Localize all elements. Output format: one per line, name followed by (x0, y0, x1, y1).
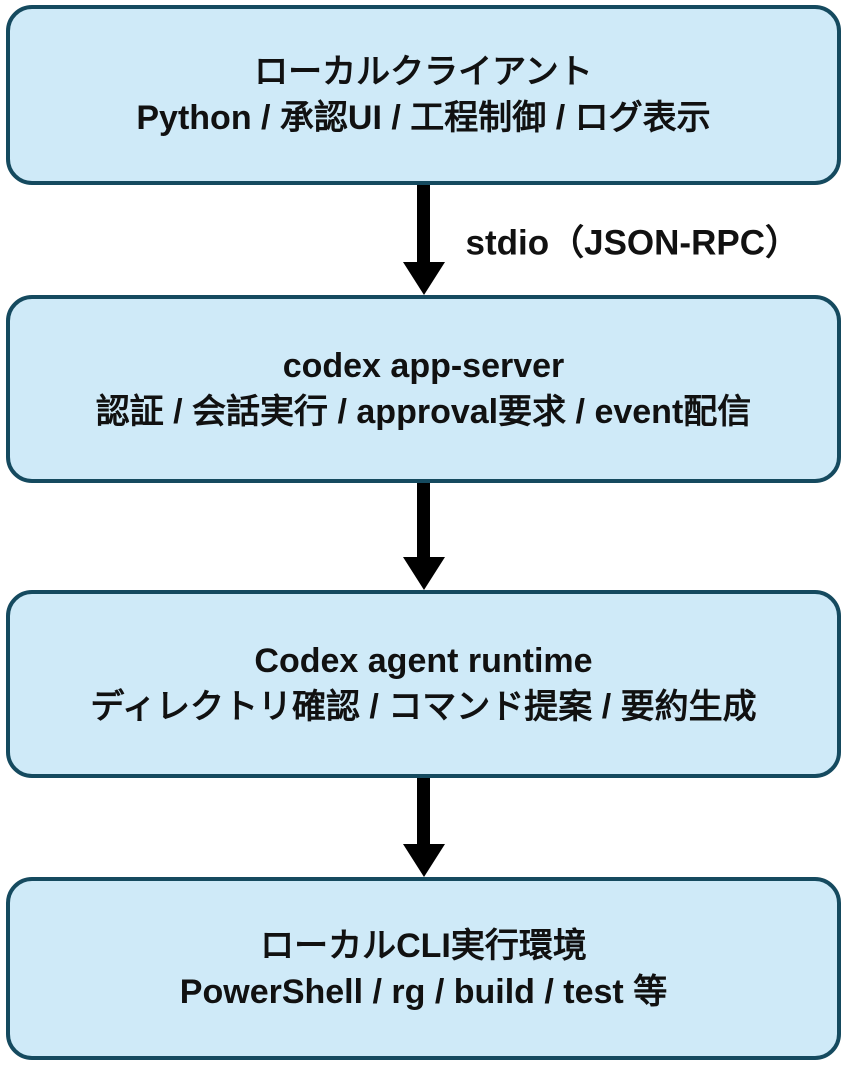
node-codex-agent-runtime: Codex agent runtime ディレクトリ確認 / コマンド提案 / … (6, 590, 841, 778)
arrow-head (402, 557, 445, 590)
node-subtitle: 認証 / 会話実行 / approval要求 / event配信 (95, 393, 752, 431)
arrow-head (402, 844, 445, 877)
node-title: Codex agent runtime (254, 642, 593, 680)
connector-client-to-appserver: stdio（JSON-RPC） (6, 185, 841, 295)
arrow-shaft (417, 483, 430, 559)
node-codex-app-server: codex app-server 認証 / 会話実行 / approval要求 … (6, 295, 841, 483)
node-subtitle: Python / 承認UI / 工程制御 / ログ表示 (136, 99, 711, 137)
arrow-head (402, 262, 445, 295)
node-subtitle: ディレクトリ確認 / コマンド提案 / 要約生成 (90, 688, 757, 726)
connector-runtime-to-cli (6, 778, 841, 877)
arrow-shaft (417, 778, 430, 846)
connector-appserver-to-runtime (6, 483, 841, 590)
arrow-shaft (417, 185, 430, 264)
node-subtitle: PowerShell / rg / build / test 等 (179, 972, 668, 1011)
node-title: ローカルCLI実行環境 (260, 926, 587, 965)
node-local-cli-env: ローカルCLI実行環境 PowerShell / rg / build / te… (6, 877, 841, 1060)
connector-label-stdio: stdio（JSON-RPC） (465, 223, 800, 263)
node-title: ローカルクライアント (254, 53, 593, 91)
node-title: codex app-server (282, 347, 565, 385)
node-local-client: ローカルクライアント Python / 承認UI / 工程制御 / ログ表示 (6, 5, 841, 185)
